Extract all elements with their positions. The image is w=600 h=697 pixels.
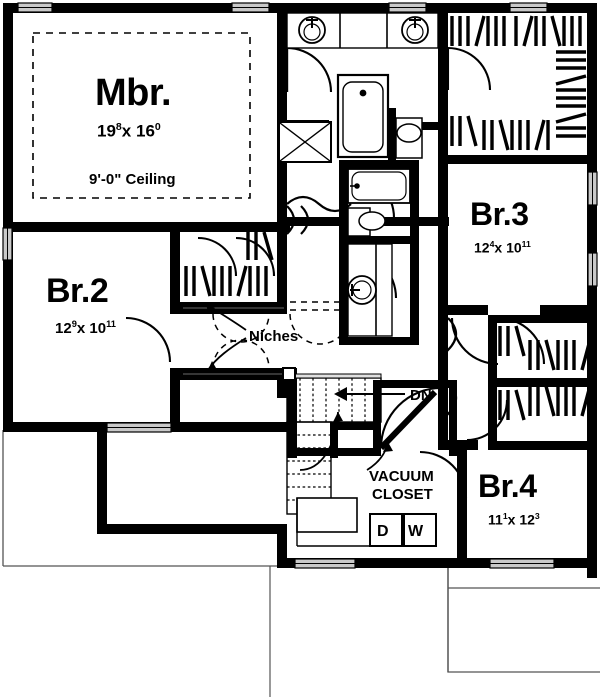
room-label-br4: Br.4 — [478, 468, 537, 504]
room-label-mbr: Mbr. — [95, 72, 172, 114]
hatch-br2-closet — [184, 231, 274, 297]
door-master-bath — [286, 46, 333, 93]
door-swings[interactable] — [125, 46, 546, 499]
room-dimension-br3: 124x 1011 — [474, 239, 531, 256]
sink-left-icon — [298, 16, 326, 44]
niche-lower-arc — [212, 339, 270, 369]
door-br3 — [450, 317, 499, 366]
mbr-ceiling-note: 9'-0" Ceiling — [89, 171, 176, 188]
door-master-closet — [447, 46, 492, 91]
laundry-appliances — [296, 497, 437, 547]
stair-down-label: DN — [410, 387, 432, 404]
window-right-br3-2 — [587, 252, 598, 287]
niche-upper-arc — [212, 313, 270, 343]
dryer-label: D — [377, 523, 389, 540]
window-top-4 — [509, 2, 548, 13]
master-toilet-icon — [395, 117, 423, 159]
dryer-icon — [369, 513, 403, 547]
window-right-br3-1 — [587, 171, 598, 206]
vacuum-closet-label-line2: CLOSET — [372, 486, 433, 503]
window-top-2 — [231, 2, 270, 13]
window-top-1 — [17, 2, 53, 13]
window-bottom-laundry — [294, 558, 356, 569]
door-vacuum-closet — [379, 386, 442, 449]
window-bottom-br2 — [106, 422, 172, 433]
room-label-br2: Br.2 — [46, 272, 109, 310]
room-dimension-mbr: 198x 160 — [97, 121, 161, 141]
room-dimension-br2: 129x 1011 — [55, 319, 116, 337]
shower-stall-icon — [278, 121, 332, 163]
vacuum-closet-label-line1: VACUUM — [369, 468, 434, 485]
laundry-counter — [296, 497, 358, 533]
window-top-3 — [388, 2, 427, 13]
washer-icon — [403, 513, 437, 547]
hall-toilet-icon — [347, 207, 386, 237]
niche-leader-lines — [205, 303, 247, 371]
roof-ridge-lines — [269, 566, 600, 697]
vacuum-closet-leaders — [299, 411, 393, 471]
room-dimension-br4: 111x 123 — [488, 511, 540, 528]
hatch-br3-closet-lower — [498, 385, 592, 421]
door-br2-entry — [125, 316, 172, 363]
door-br3-closet — [497, 316, 546, 365]
hatch-master-closet-top — [450, 15, 582, 47]
exterior-walls-secondary — [107, 422, 287, 432]
bifold-br3-closet — [438, 317, 458, 447]
washer-label: W — [408, 523, 424, 540]
garden-tub-icon — [336, 73, 390, 159]
door-closet-br2-b — [235, 236, 276, 277]
bifold-linen-top — [286, 195, 352, 213]
hatch-master-closet-bottom — [450, 115, 550, 151]
niche-recess-lines — [183, 307, 284, 375]
hall-tub-icon — [347, 168, 411, 204]
hatch-br3-closet-upper — [498, 325, 592, 371]
sink-right-icon — [401, 16, 429, 44]
door-br2 — [197, 236, 238, 277]
window-left-br2 — [2, 227, 13, 261]
niches-label: Niches — [249, 328, 299, 345]
bath-fixtures — [278, 12, 439, 337]
hatch-master-closet-right — [555, 50, 587, 138]
mbr-ceiling-tray-outline — [32, 32, 251, 199]
closet-hanging-hatch — [184, 15, 592, 421]
window-bottom-br4 — [489, 558, 555, 569]
lower-level-outline — [2, 430, 600, 673]
windows[interactable] — [2, 2, 598, 569]
room-label-br3: Br.3 — [470, 196, 529, 232]
bifold-doors[interactable] — [286, 195, 458, 447]
stair-down-arrow — [334, 387, 405, 401]
bifold-hall-linen — [286, 205, 310, 235]
door-br4 — [419, 450, 468, 499]
hall-vanity-icon — [347, 243, 393, 337]
